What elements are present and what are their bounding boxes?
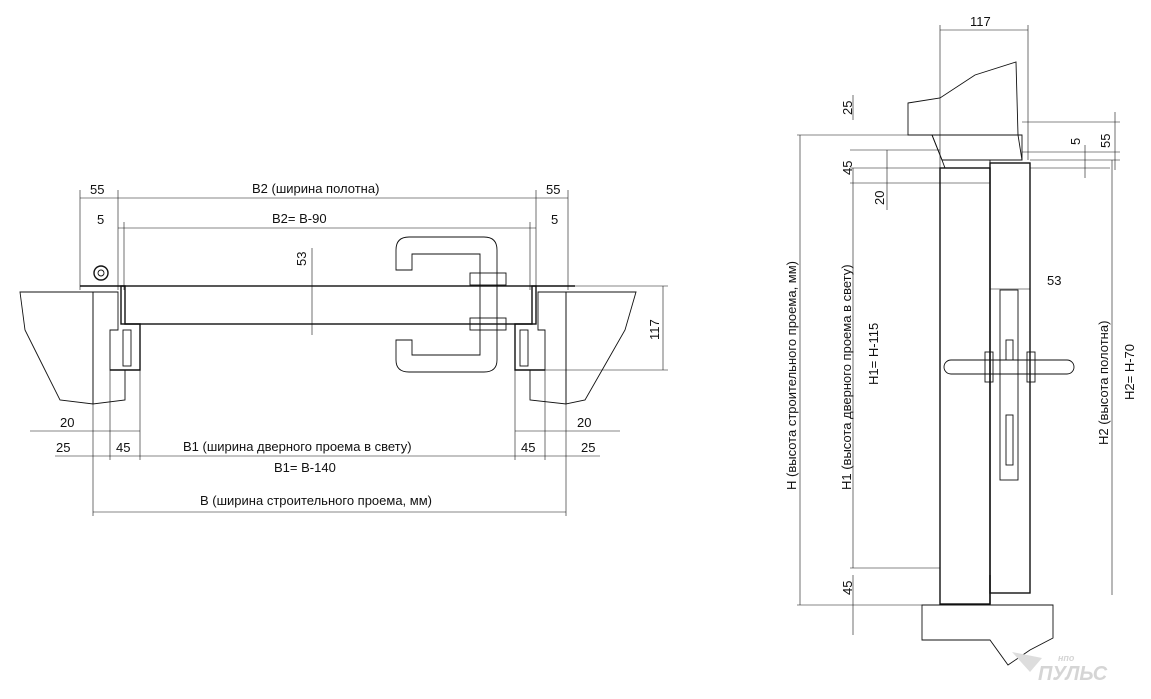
b2-title: В2 (ширина полотна) bbox=[252, 181, 379, 196]
b-title: В (ширина строительного проема, мм) bbox=[200, 493, 432, 508]
dim-20-right: 20 bbox=[577, 415, 591, 430]
dim-45-left: 45 bbox=[116, 440, 130, 455]
dim-5-left: 5 bbox=[97, 212, 104, 227]
h1-formula: Н1= Н-115 bbox=[866, 323, 881, 385]
h2-formula: Н2= Н-70 bbox=[1122, 344, 1137, 400]
dim-45-bottom: 45 bbox=[840, 581, 855, 595]
dim-20-top: 20 bbox=[872, 191, 887, 205]
section-view: 117 25 45 20 5 55 53 45 Н (высота строит… bbox=[784, 14, 1137, 666]
dim-117-plan: 117 bbox=[647, 319, 662, 340]
handle-rose-bottom bbox=[469, 317, 507, 331]
dim-117-section: 117 bbox=[970, 14, 991, 29]
door-handle-outer bbox=[395, 236, 498, 373]
wall-bottom bbox=[921, 604, 1054, 666]
dim-5-top: 5 bbox=[1068, 138, 1083, 145]
dim-53-section: 53 bbox=[1047, 273, 1061, 288]
lock-plate bbox=[999, 289, 1019, 481]
dim-5-right: 5 bbox=[551, 212, 558, 227]
dim-25-left: 25 bbox=[56, 440, 70, 455]
wall-top bbox=[907, 61, 1023, 161]
plan-view: 55 55 5 5 В2 (ширина полотна) В2= В-90 5… bbox=[19, 181, 668, 516]
dim-45-top: 45 bbox=[840, 161, 855, 175]
watermark-logo: нпо ПУЛЬС bbox=[1012, 652, 1108, 685]
b1-formula: В1= В-140 bbox=[274, 460, 336, 475]
h2-title: Н2 (высота полотна) bbox=[1096, 321, 1111, 445]
dim-25-right: 25 bbox=[581, 440, 595, 455]
dim-55-left: 55 bbox=[90, 182, 104, 197]
dim-55-top: 55 bbox=[1098, 134, 1113, 148]
h-title: Н (высота строительного проема, мм) bbox=[784, 261, 799, 490]
dim-53-plan: 53 bbox=[294, 252, 309, 266]
door-leaf bbox=[120, 285, 537, 325]
b2-formula: В2= В-90 bbox=[272, 211, 327, 226]
watermark-small: нпо bbox=[1058, 653, 1075, 663]
dim-55-right: 55 bbox=[546, 182, 560, 197]
b1-title: В1 (ширина дверного проема в свету) bbox=[183, 439, 412, 454]
wall-left bbox=[19, 291, 94, 405]
watermark-brand: ПУЛЬС bbox=[1038, 663, 1108, 685]
section-leaf bbox=[989, 162, 1031, 594]
hinge bbox=[93, 265, 109, 281]
handle-rose-top bbox=[469, 272, 507, 286]
section-frame bbox=[939, 167, 991, 605]
dim-25-top: 25 bbox=[840, 101, 855, 115]
wall-right bbox=[565, 291, 637, 405]
dim-45-right: 45 bbox=[521, 440, 535, 455]
lever-handle bbox=[943, 359, 1075, 375]
h1-title: Н1 (высота дверного проема в свету) bbox=[839, 264, 854, 490]
dim-20-left: 20 bbox=[60, 415, 74, 430]
frame-fill-left bbox=[92, 291, 126, 405]
